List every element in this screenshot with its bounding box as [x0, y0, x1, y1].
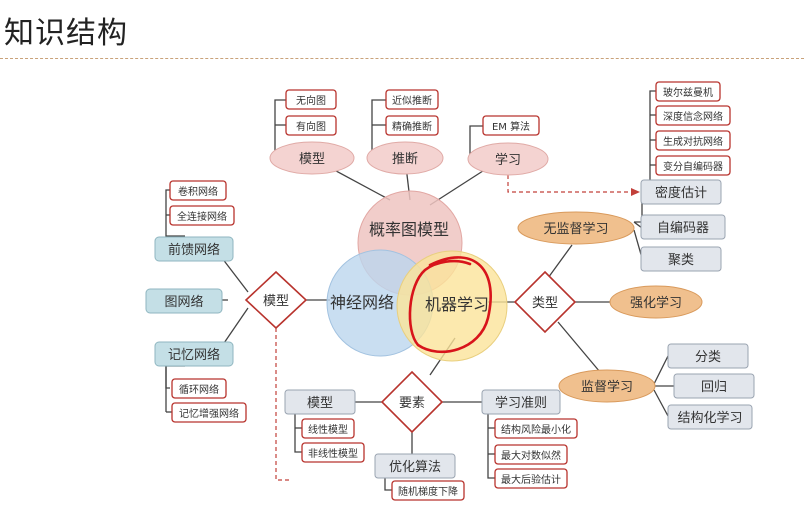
red-annotation-circle: [408, 256, 492, 354]
leaf-conv: 卷积网络: [178, 185, 218, 198]
leaf-rnn: 循环网络: [179, 383, 219, 396]
structured-label: 结构化学习: [677, 410, 742, 426]
type-label: 类型: [532, 296, 558, 311]
prob-leaf-boxes: [285, 89, 540, 136]
density-est-label: 密度估计: [655, 185, 707, 201]
leaf-fc: 全连接网络: [177, 210, 227, 223]
leaf-dbn: 深度信念网络: [663, 110, 723, 123]
leaf-map: 最大后验估计: [501, 473, 561, 486]
leaf-gan: 生成对抗网络: [663, 135, 723, 148]
leaf-undirected: 无向图: [296, 94, 326, 107]
sup-node: 监督学习: [558, 369, 656, 403]
leaf-em: EM 算法: [492, 120, 530, 133]
elements-diamond: 要素: [380, 370, 444, 434]
elements-model-label: 模型: [307, 396, 333, 411]
nn-label: 神经网络: [330, 293, 394, 312]
arrow-icon: [631, 188, 640, 196]
type-gray-boxes: [640, 179, 755, 430]
leaf-mle: 最大对数似然: [501, 449, 561, 462]
prob-learn-label: 学习: [495, 152, 521, 168]
leaf-srm: 结构风险最小化: [501, 423, 571, 436]
leaf-linear: 线性模型: [308, 423, 348, 436]
leaf-approx-infer: 近似推断: [392, 94, 432, 107]
leaf-boltzmann: 玻尔兹曼机: [663, 86, 713, 99]
autoencoder-label: 自编码器: [657, 221, 709, 236]
leaf-mem-aug: 记忆增强网络: [179, 407, 239, 420]
elements-label: 要素: [399, 396, 425, 411]
graph-net-label: 图网络: [164, 294, 203, 310]
leaf-directed: 有向图: [296, 120, 326, 133]
page-title: 知识结构: [4, 16, 128, 51]
optim-label: 优化算法: [389, 460, 441, 475]
rl-node: 强化学习: [609, 285, 703, 319]
unsup-label: 无监督学习: [543, 221, 608, 237]
unsup-node: 无监督学习: [517, 211, 635, 245]
leaf-exact-infer: 精确推断: [392, 120, 432, 133]
density-leaf-boxes: [655, 81, 731, 176]
nn-model-label: 模型: [263, 294, 289, 309]
type-diamond: 类型: [513, 270, 577, 334]
leaf-sgd: 随机梯度下降: [398, 485, 458, 498]
nn-model-diamond: 模型: [244, 270, 308, 330]
graph-net-node: 图网络: [145, 288, 223, 314]
feedforward-node: 前馈网络: [154, 236, 234, 262]
prob-learn-node: 学习: [467, 142, 549, 176]
prob-model-node: 模型: [269, 141, 355, 175]
title-divider: [0, 58, 804, 59]
criterion-label: 学习准则: [495, 395, 547, 411]
memory-net-label: 记忆网络: [168, 347, 220, 363]
clustering-label: 聚类: [668, 253, 694, 268]
elements-leaf-boxes: [301, 418, 578, 501]
ml-label: 机器学习: [425, 295, 489, 314]
nn-leaf-boxes: [169, 180, 247, 423]
rl-label: 强化学习: [630, 295, 682, 311]
dashed-connectors: [275, 175, 632, 481]
elements-gray-boxes: [284, 389, 561, 479]
prob-infer-node: 推断: [366, 141, 444, 175]
prob-infer-label: 推断: [392, 152, 418, 167]
leaf-nonlinear: 非线性模型: [308, 447, 358, 460]
memory-net-node: 记忆网络: [154, 341, 234, 367]
sup-label: 监督学习: [581, 379, 633, 395]
leaf-vae: 变分自编码器: [663, 160, 723, 173]
prob-label: 概率图模型: [369, 220, 449, 239]
feedforward-label: 前馈网络: [168, 242, 220, 258]
prob-model-label: 模型: [299, 152, 325, 167]
classification-label: 分类: [695, 350, 721, 365]
regression-label: 回归: [701, 380, 727, 395]
